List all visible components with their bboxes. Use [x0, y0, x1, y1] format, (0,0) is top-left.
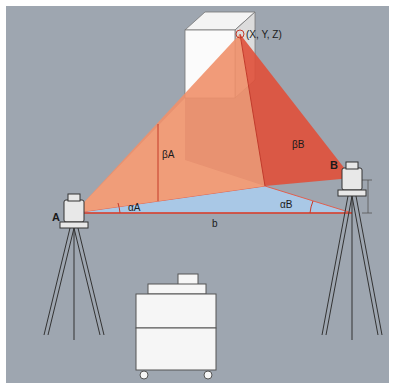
vertical-angle: βB — [292, 140, 304, 150]
station-label: B — [330, 160, 338, 171]
vertical-angle: βA — [162, 150, 174, 160]
baseline-label: b — [212, 219, 218, 229]
horizontal-angle: αB — [280, 200, 292, 210]
horizontal-angle: αA — [128, 203, 140, 213]
background — [6, 6, 389, 383]
station-label: A — [52, 212, 60, 223]
point-coordinates: (X, Y, Z) — [246, 30, 282, 40]
